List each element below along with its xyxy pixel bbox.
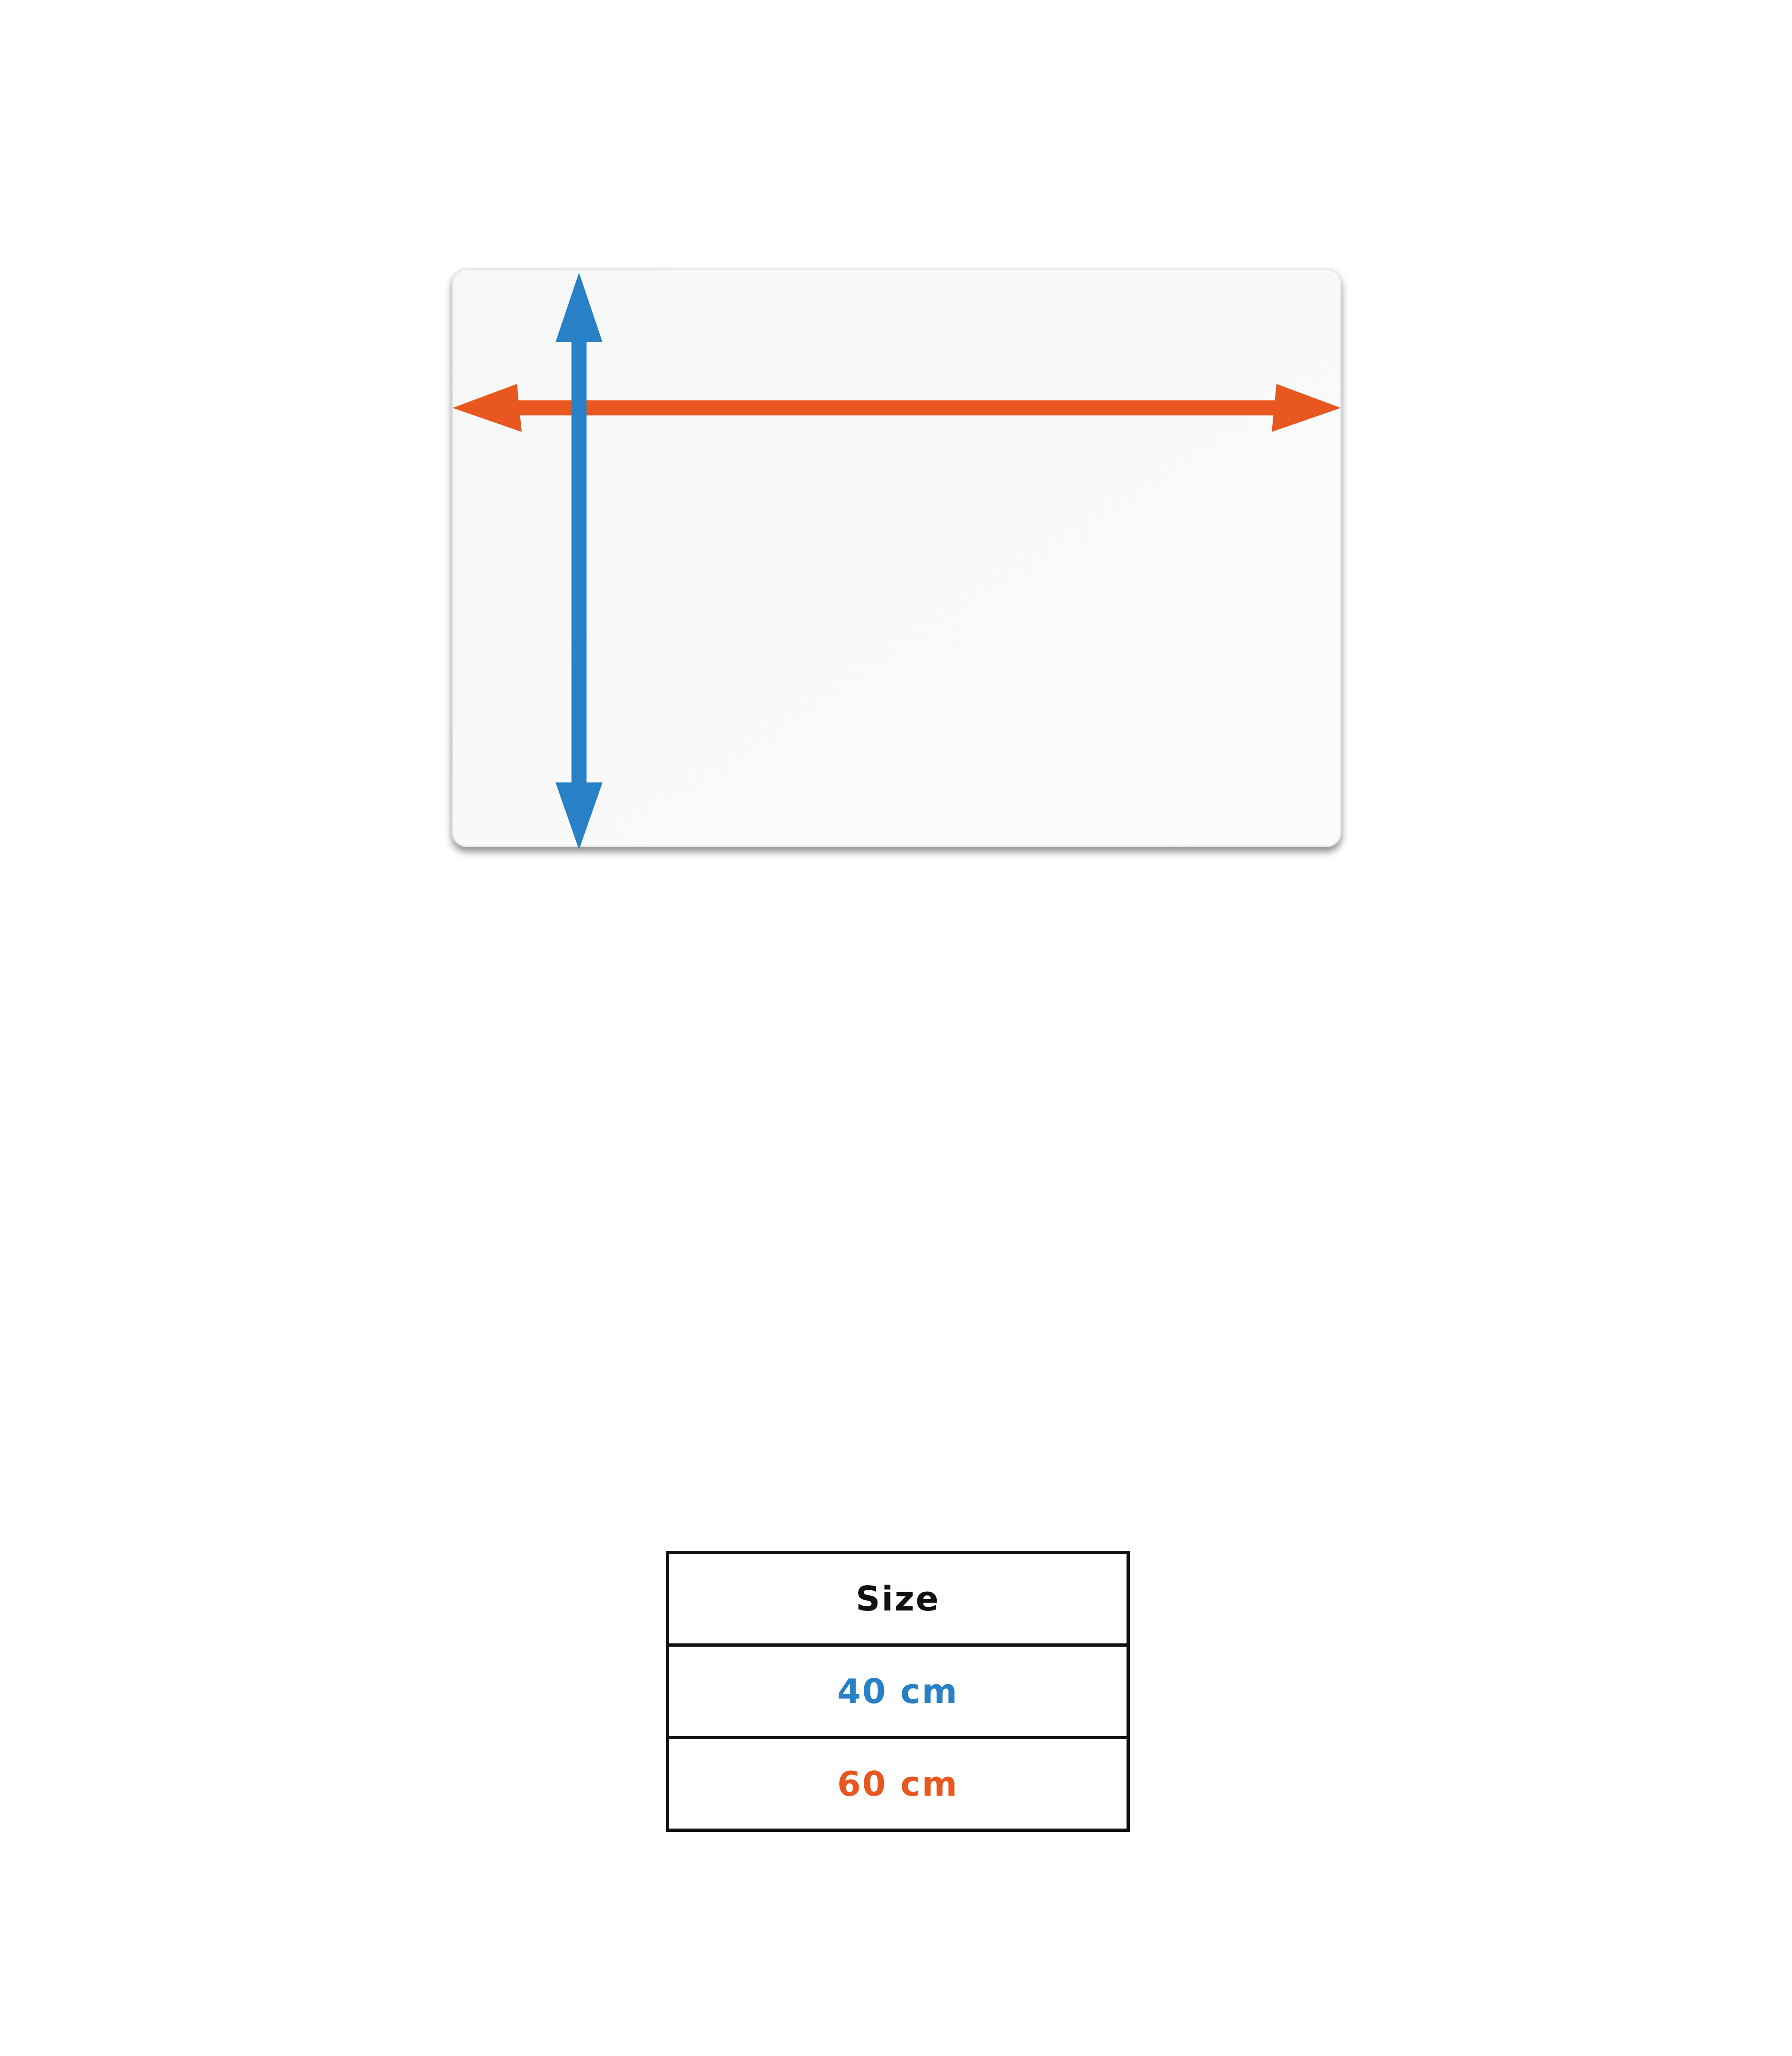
width-arrow [453, 384, 1341, 432]
height-arrow-head-bottom [556, 782, 603, 850]
size-table-row-height: 40 cm [666, 1643, 1130, 1739]
size-width-value: 60 cm [666, 1736, 1130, 1832]
width-arrow-head-right [1272, 384, 1341, 432]
size-table-row-width: 60 cm [666, 1736, 1130, 1832]
size-table-header-row: Size [666, 1551, 1130, 1647]
size-table: Size 40 cm 60 cm [666, 1551, 1130, 1832]
width-arrow-head-left [453, 384, 522, 432]
size-height-value: 40 cm [666, 1643, 1130, 1739]
height-arrow-head-top [556, 273, 603, 342]
size-table-header: Size [666, 1551, 1130, 1647]
height-arrow [556, 273, 603, 850]
